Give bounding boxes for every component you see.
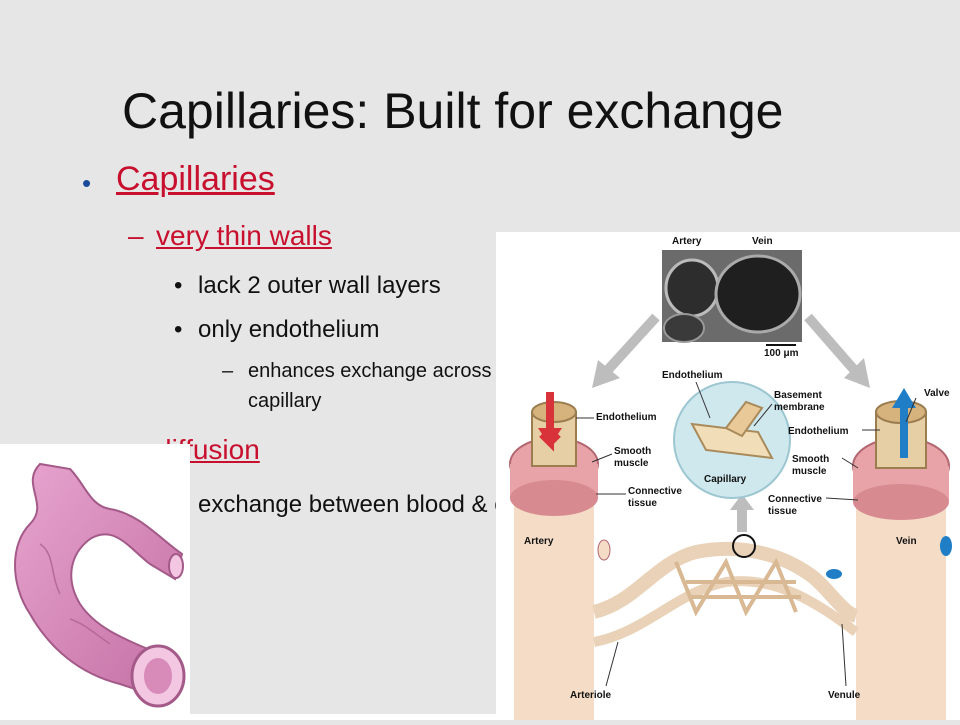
micrograph-vein — [714, 254, 802, 334]
bullet-dot-icon: • — [174, 316, 183, 343]
label-vein-top: Vein — [752, 236, 773, 247]
bottom-strip — [0, 714, 960, 720]
micrograph-artery — [664, 258, 720, 318]
capillary-illustration — [0, 444, 190, 714]
arrow-down-icon — [538, 428, 562, 446]
dash-marker: – — [128, 220, 144, 251]
point-text: lack 2 outer wall layers — [198, 272, 441, 299]
point-text: only endothelium — [198, 316, 380, 343]
label-endothelium-top: Endothelium — [662, 370, 723, 381]
subpoint-text: enhances exchange across capillary — [248, 360, 492, 412]
label-capillary: Capillary — [704, 474, 747, 485]
point-text: exchange between blood & cells — [198, 491, 543, 518]
label-artery-top: Artery — [672, 236, 702, 247]
label-artery: Artery — [524, 536, 554, 547]
label-vein: Vein — [896, 536, 917, 547]
label-venule: Venule — [828, 690, 861, 701]
slide-title: Capillaries: Built for exchange — [122, 83, 784, 139]
label-endothelium-right: Endothelium — [788, 426, 849, 437]
artery-vessel — [514, 482, 594, 720]
vein-vessel — [856, 494, 946, 720]
capillaries-link[interactable]: Capillaries — [116, 160, 275, 198]
label-endothelium-left: Endothelium — [596, 412, 657, 423]
label-arteriole: Arteriole — [570, 690, 612, 701]
arrow-up-icon — [892, 388, 916, 408]
capillary-tube-image — [14, 462, 186, 708]
bullet-dot-icon: • — [82, 168, 92, 198]
bullet-dot-icon: • — [174, 272, 183, 299]
dash-marker: – — [222, 360, 234, 382]
label-valve: Valve — [924, 388, 950, 399]
label-scale: 100 μm — [764, 348, 799, 359]
thin-walls-link[interactable]: very thin walls — [156, 220, 332, 251]
